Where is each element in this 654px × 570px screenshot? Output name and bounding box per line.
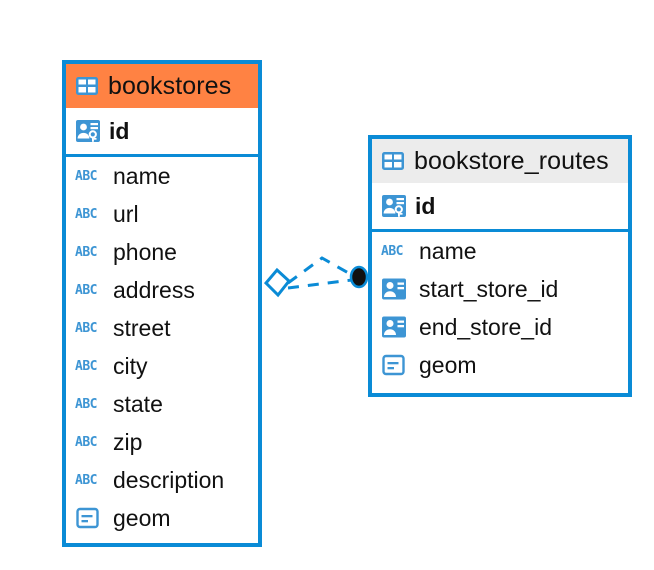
field-bookstores-name[interactable]: ABC name [66,157,258,195]
field-label: state [113,390,163,417]
field-label: id [415,192,436,219]
field-bookstores-street[interactable]: ABC street [66,309,258,347]
field-bookstore-routes-id[interactable]: id [372,183,628,229]
field-label: start_store_id [419,275,559,302]
field-label: street [113,314,171,341]
entity-header-bookstores[interactable]: bookstores [66,64,258,108]
field-list-bookstores: ABC name ABC url ABC phone ABC address A… [66,157,258,537]
geometry-column-icon [76,507,99,529]
relationship-diamond-marker [263,267,292,298]
field-label: zip [113,428,143,455]
table-grid-icon [382,152,404,170]
text-column-icon: ABC [75,206,97,222]
entity-bookstores[interactable]: bookstores id ABC name [62,60,262,547]
relationship-branch-upper [287,256,353,285]
table-grid-icon [76,77,98,95]
field-bookstore-routes-end-store-id[interactable]: end_store_id [372,308,628,346]
text-column-icon: ABC [75,472,97,488]
entity-header-bookstore-routes[interactable]: bookstore_routes [372,139,628,183]
primary-key-icon [76,120,100,142]
relationship-endpoint-marker [349,265,369,289]
field-bookstores-address[interactable]: ABC address [66,271,258,309]
field-label: description [113,466,225,493]
text-column-icon: ABC [75,320,97,336]
field-bookstores-zip[interactable]: ABC zip [66,423,258,461]
field-bookstores-geom[interactable]: geom [66,499,258,537]
field-label: address [113,276,195,303]
text-column-icon: ABC [75,396,97,412]
relationship-branch-lower [287,278,353,290]
field-label: geom [419,351,477,378]
field-label: city [113,352,148,379]
field-bookstore-routes-start-store-id[interactable]: start_store_id [372,270,628,308]
pk-block-bookstore-routes: id [372,183,628,232]
field-bookstores-state[interactable]: ABC state [66,385,258,423]
field-list-bookstore-routes: ABC name start_store_id [372,232,628,384]
field-bookstores-phone[interactable]: ABC phone [66,233,258,271]
field-label: phone [113,238,177,265]
field-label: geom [113,504,171,531]
primary-key-icon [382,195,406,217]
field-label: name [113,162,171,189]
field-bookstore-routes-geom[interactable]: geom [372,346,628,384]
text-column-icon: ABC [75,244,97,260]
field-label: end_store_id [419,313,552,340]
geometry-column-icon [382,354,405,376]
field-bookstores-city[interactable]: ABC city [66,347,258,385]
field-bookstores-url[interactable]: ABC url [66,195,258,233]
text-column-icon: ABC [75,358,97,374]
field-label: name [419,237,477,264]
field-bookstores-description[interactable]: ABC description [66,461,258,499]
field-label: url [113,200,139,227]
foreign-key-icon [382,316,406,338]
text-column-icon: ABC [75,434,97,450]
field-label: id [109,117,130,144]
entity-name-bookstore-routes: bookstore_routes [414,146,609,175]
foreign-key-icon [382,278,406,300]
text-column-icon: ABC [381,243,403,259]
text-column-icon: ABC [75,282,97,298]
pk-block-bookstores: id [66,108,258,157]
field-bookstores-id[interactable]: id [66,108,258,154]
entity-name-bookstores: bookstores [108,71,232,100]
text-column-icon: ABC [75,168,97,184]
entity-bookstore-routes[interactable]: bookstore_routes id ABC nam [368,135,632,397]
field-bookstore-routes-name[interactable]: ABC name [372,232,628,270]
